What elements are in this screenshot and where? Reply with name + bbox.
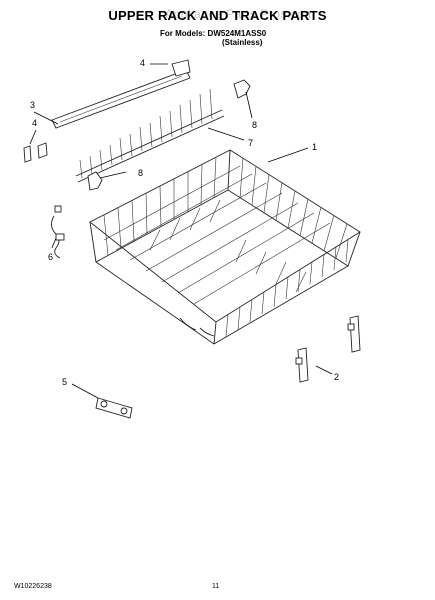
callout-7: 7 bbox=[248, 138, 254, 148]
clip-part-upper bbox=[233, 79, 251, 99]
page-number: 11 bbox=[212, 583, 220, 590]
stop-clip-part-left bbox=[295, 347, 309, 383]
callout-5: 5 bbox=[62, 377, 68, 387]
leader-lines bbox=[29, 63, 333, 399]
bracket-part bbox=[51, 205, 65, 259]
wheel-carrier-part bbox=[95, 397, 133, 419]
callout-6: 6 bbox=[48, 252, 54, 262]
callout-2: 2 bbox=[334, 372, 340, 382]
watermark: Appliance Parts Pros.com bbox=[164, 7, 316, 21]
tine-row-part bbox=[75, 88, 225, 183]
callout-3: 3 bbox=[30, 100, 36, 110]
variant-label: (Stainless) bbox=[222, 38, 263, 47]
callout-1: 1 bbox=[312, 142, 318, 152]
callout-8-lower: 8 bbox=[138, 168, 144, 178]
end-cap-part bbox=[23, 142, 48, 163]
models-label: For Models: DW524M1ASS0 bbox=[160, 29, 267, 38]
stop-clip-part-right bbox=[347, 315, 361, 353]
page-title: UPPER RACK AND TRACK PARTS bbox=[108, 8, 327, 23]
clip-part-lower bbox=[87, 171, 103, 191]
callout-4-upper: 4 bbox=[140, 58, 146, 68]
upper-rack-part bbox=[89, 149, 361, 345]
callout-8-upper: 8 bbox=[252, 120, 258, 130]
callout-4-lower: 4 bbox=[32, 118, 38, 128]
track-rail-part bbox=[51, 59, 191, 129]
document-number: W10226238 bbox=[14, 583, 52, 590]
